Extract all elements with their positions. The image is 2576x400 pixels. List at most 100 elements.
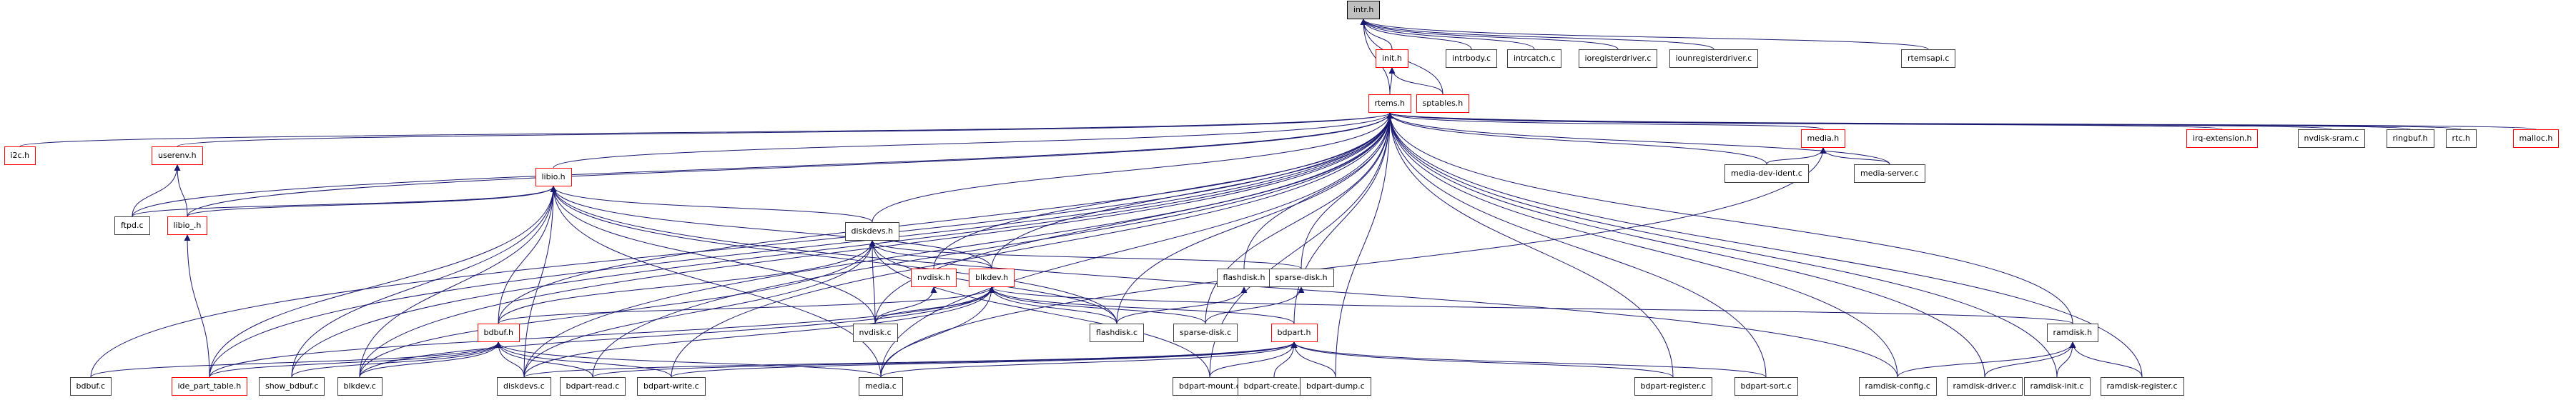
node-ide-part-table-h[interactable]: ide_part_table.h <box>171 377 248 396</box>
node-diskdevs-c[interactable]: diskdevs.c <box>497 377 551 396</box>
node-bdpart-mount-c[interactable]: bdpart-mount.c <box>1173 377 1247 396</box>
edge-nvdisk-c-to-libio-h <box>550 186 876 324</box>
node-flashdisk-h[interactable]: flashdisk.h <box>1216 269 1272 287</box>
node-bdpart-h[interactable]: bdpart.h <box>1270 324 1318 342</box>
edge-userenv-h-to-rtems-h <box>177 112 1393 147</box>
edge-intrcatch-c-to-intr-h <box>1360 19 1535 50</box>
edge-nvdisk-c-to-rtems-h <box>874 112 1393 324</box>
edge-bdpart-dump-c-to-rtems-h <box>1335 112 1393 378</box>
edge-sparse-disk-h-to-rtems-h <box>1301 112 1393 269</box>
node-sparse-disk-c[interactable]: sparse-disk.c <box>1173 324 1238 342</box>
node-bdpart-read-c[interactable]: bdpart-read.c <box>559 377 626 396</box>
node-ramdisk-h[interactable]: ramdisk.h <box>2046 324 2099 342</box>
node-ramdisk-driver-c[interactable]: ramdisk-driver.c <box>1946 377 2023 396</box>
edge-blkdev-c-to-libio-h <box>359 186 557 378</box>
edge-libio--h-to-rtems-h <box>187 112 1393 217</box>
edge-bdbuf-h-to-blkdev-h <box>498 286 995 324</box>
edge-diskdevs-c-to-bdbuf-h <box>495 341 525 378</box>
edge-diskdevs-c-to-rtems-h <box>523 112 1393 378</box>
node-iounregisterdriver-c[interactable]: iounregisterdriver.c <box>1669 49 1759 68</box>
edge-nvdisk-c-to-diskdevs-h <box>869 240 876 324</box>
edge-ramdisk-h-to-blkdev-h <box>988 286 2073 324</box>
node-bdpart-register-c[interactable]: bdpart-register.c <box>1634 377 1712 396</box>
edge-ramdisk-register-c-to-rtems-h <box>1386 112 2143 378</box>
edge-blkdev-h-to-diskdevs-h <box>869 240 992 269</box>
node-sptables-h[interactable]: sptables.h <box>1416 94 1470 113</box>
node-rtemsapi-c[interactable]: rtemsapi.c <box>1901 49 1956 68</box>
node-intrbody-c[interactable]: intrbody.c <box>1446 49 1498 68</box>
node-blkdev-c[interactable]: blkdev.c <box>337 377 383 396</box>
node-libio--h[interactable]: libio_.h <box>167 216 208 235</box>
node-rtc-h[interactable]: rtc.h <box>2445 129 2477 148</box>
node-irq-extension-h[interactable]: irq-extension.h <box>2186 129 2259 148</box>
edge-sparse-disk-c-to-blkdev-h <box>988 286 1206 324</box>
node-media-c[interactable]: media.c <box>859 377 903 396</box>
node-rtems-h[interactable]: rtems.h <box>1368 94 1412 113</box>
node-intrcatch-c[interactable]: intrcatch.c <box>1507 49 1562 68</box>
edge-media-h-to-rtems-h <box>1386 112 1824 130</box>
node-i2c-h[interactable]: i2c.h <box>4 146 36 165</box>
node-nvdisk-sram-c[interactable]: nvdisk-sram.c <box>2297 129 2366 148</box>
node-bdbuf-c[interactable]: bdbuf.c <box>69 377 112 396</box>
edge-malloc-h-to-rtems-h <box>1387 112 2537 130</box>
node-diskdevs-h[interactable]: diskdevs.h <box>844 222 900 241</box>
edge-bdpart-sort-c-to-rtems-h <box>1386 112 1767 378</box>
node-sparse-disk-h[interactable]: sparse-disk.h <box>1268 269 1334 287</box>
edge-libio-h-to-rtems-h <box>553 112 1393 169</box>
node-nvdisk-h[interactable]: nvdisk.h <box>911 269 957 287</box>
node-media-dev-ident-c[interactable]: media-dev-ident.c <box>1724 164 1809 183</box>
edge-media-c-to-media-h <box>880 147 1827 378</box>
node-bdbuf-h[interactable]: bdbuf.h <box>477 324 520 342</box>
node-flashdisk-c[interactable]: flashdisk.c <box>1090 324 1145 342</box>
edge-bdpart-dump-c-to-bdpart-h <box>1291 341 1336 378</box>
edge-media-server-c-to-rtems-h <box>1386 112 1890 165</box>
node-nvdisk-c[interactable]: nvdisk.c <box>852 324 898 342</box>
edge-blkdev-h-to-libio-h <box>550 186 992 269</box>
edge-media-server-c-to-media-h <box>1820 147 1890 165</box>
edge-diskdevs-h-to-rtems-h <box>872 112 1393 223</box>
edge-ramdisk-init-c-to-rtems-h <box>1386 112 2058 378</box>
edge-media-dev-ident-c-to-rtems-h <box>1386 112 1767 165</box>
node-malloc-h[interactable]: malloc.h <box>2512 129 2560 148</box>
node-libio-h[interactable]: libio.h <box>535 168 572 186</box>
node-media-h[interactable]: media.h <box>1800 129 1846 148</box>
edge-sparse-disk-c-to-rtems-h <box>1205 112 1393 324</box>
edge-ftpd-c-to-libio-h <box>132 186 557 217</box>
edge-blkdev-h-to-rtems-h <box>991 112 1393 269</box>
edge-ramdisk-config-c-to-ramdisk-h <box>1897 341 2076 378</box>
edge-libio--h-to-userenv-h <box>174 164 188 217</box>
edge-intrbody-c-to-intr-h <box>1360 19 1472 50</box>
node-ftpd-c[interactable]: ftpd.c <box>114 216 150 235</box>
node-ringbuf-h[interactable]: ringbuf.h <box>2386 129 2434 148</box>
node-media-server-c[interactable]: media-server.c <box>1854 164 1925 183</box>
edge-ide-part-table-h-to-blkdev-h <box>209 286 995 378</box>
node-userenv-h[interactable]: userenv.h <box>152 146 203 165</box>
edge-media-c-to-rtems-h <box>880 112 1393 378</box>
edge-ramdisk-driver-c-to-ramdisk-h <box>1984 341 2076 378</box>
edge-bdpart-create-c-to-bdpart-h <box>1273 341 1298 378</box>
edge-sparse-disk-c-to-sparse-disk-h <box>1205 286 1305 324</box>
node-blkdev-h[interactable]: blkdev.h <box>969 269 1015 287</box>
node-ramdisk-register-c[interactable]: ramdisk-register.c <box>2100 377 2184 396</box>
edge-show-bdbuf-c-to-bdbuf-h <box>291 341 502 378</box>
node-bdpart-write-c[interactable]: bdpart-write.c <box>637 377 706 396</box>
edge-media-c-to-blkdev-h <box>880 286 995 378</box>
edge-bdbuf-c-to-rtems-h <box>90 112 1393 378</box>
edge-show-bdbuf-c-to-rtems-h <box>291 112 1393 378</box>
node-ramdisk-init-c[interactable]: ramdisk-init.c <box>2023 377 2091 396</box>
edge-ide-part-table-h-to-rtems-h <box>209 112 1393 378</box>
node-bdpart-sort-c[interactable]: bdpart-sort.c <box>1734 377 1798 396</box>
edge-bdpart-read-c-to-bdbuf-h <box>495 341 593 378</box>
node-init-h[interactable]: init.h <box>1376 49 1408 68</box>
node-show-bdbuf-c[interactable]: show_bdbuf.c <box>259 377 325 396</box>
node-ramdisk-config-c[interactable]: ramdisk-config.c <box>1858 377 1937 396</box>
edge-ftpd-c-to-userenv-h <box>132 164 181 217</box>
node-bdpart-dump-c[interactable]: bdpart-dump.c <box>1300 377 1371 396</box>
edge-sparse-disk-h-to-diskdevs-h <box>869 240 1302 269</box>
edge-bdbuf-h-to-libio-h <box>498 186 557 324</box>
edge-i2c-h-to-rtems-h <box>19 112 1393 147</box>
node-bdpart-create-c[interactable]: bdpart-create.c <box>1237 377 1311 396</box>
node-ioregisterdriver-c[interactable]: ioregisterdriver.c <box>1578 49 1658 68</box>
